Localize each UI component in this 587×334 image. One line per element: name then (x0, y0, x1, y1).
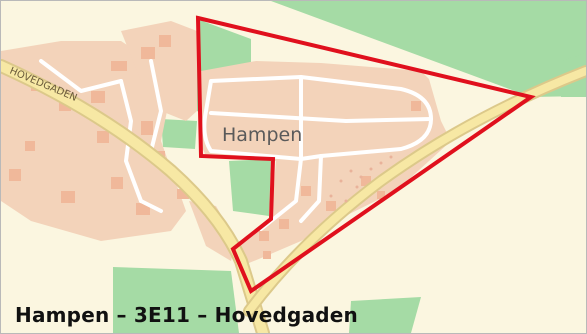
forest-area-middle (229, 159, 271, 216)
forest-area-small (161, 119, 197, 149)
settlement-west-strip (121, 21, 197, 121)
building (141, 121, 153, 135)
building (111, 177, 123, 189)
building (263, 251, 271, 259)
street-loop (202, 75, 433, 161)
building (9, 169, 21, 181)
orchard-dots (329, 155, 393, 203)
building (279, 219, 289, 229)
building (111, 61, 127, 71)
building (177, 189, 189, 199)
street-inner (209, 111, 348, 123)
building (411, 101, 421, 111)
forest-area-southeast (349, 297, 421, 333)
place-label-hampen: Hampen (222, 124, 302, 146)
street-west-2 (39, 59, 123, 93)
road-hovedgaden (1, 61, 268, 333)
building (61, 191, 75, 203)
street-south (299, 154, 323, 223)
forest-area-south (113, 267, 239, 333)
building (361, 176, 371, 186)
building (91, 91, 105, 103)
area-boundary-3e11[interactable] (195, 15, 536, 295)
building (326, 201, 336, 211)
building (301, 186, 311, 196)
forest-area-north (271, 1, 586, 97)
street-west-3 (139, 199, 163, 213)
street-cross-2 (344, 117, 433, 123)
building (141, 47, 155, 59)
building (136, 203, 150, 215)
building (159, 35, 171, 47)
street-west-4 (149, 59, 163, 153)
building (97, 131, 109, 143)
building (377, 191, 385, 199)
building (25, 141, 35, 151)
building (259, 231, 269, 241)
settlement-hampen (199, 61, 451, 263)
map-caption: Hampen – 3E11 – Hovedgaden (15, 303, 358, 327)
settlement-road-west (189, 201, 236, 261)
settlement-areas (1, 21, 451, 263)
